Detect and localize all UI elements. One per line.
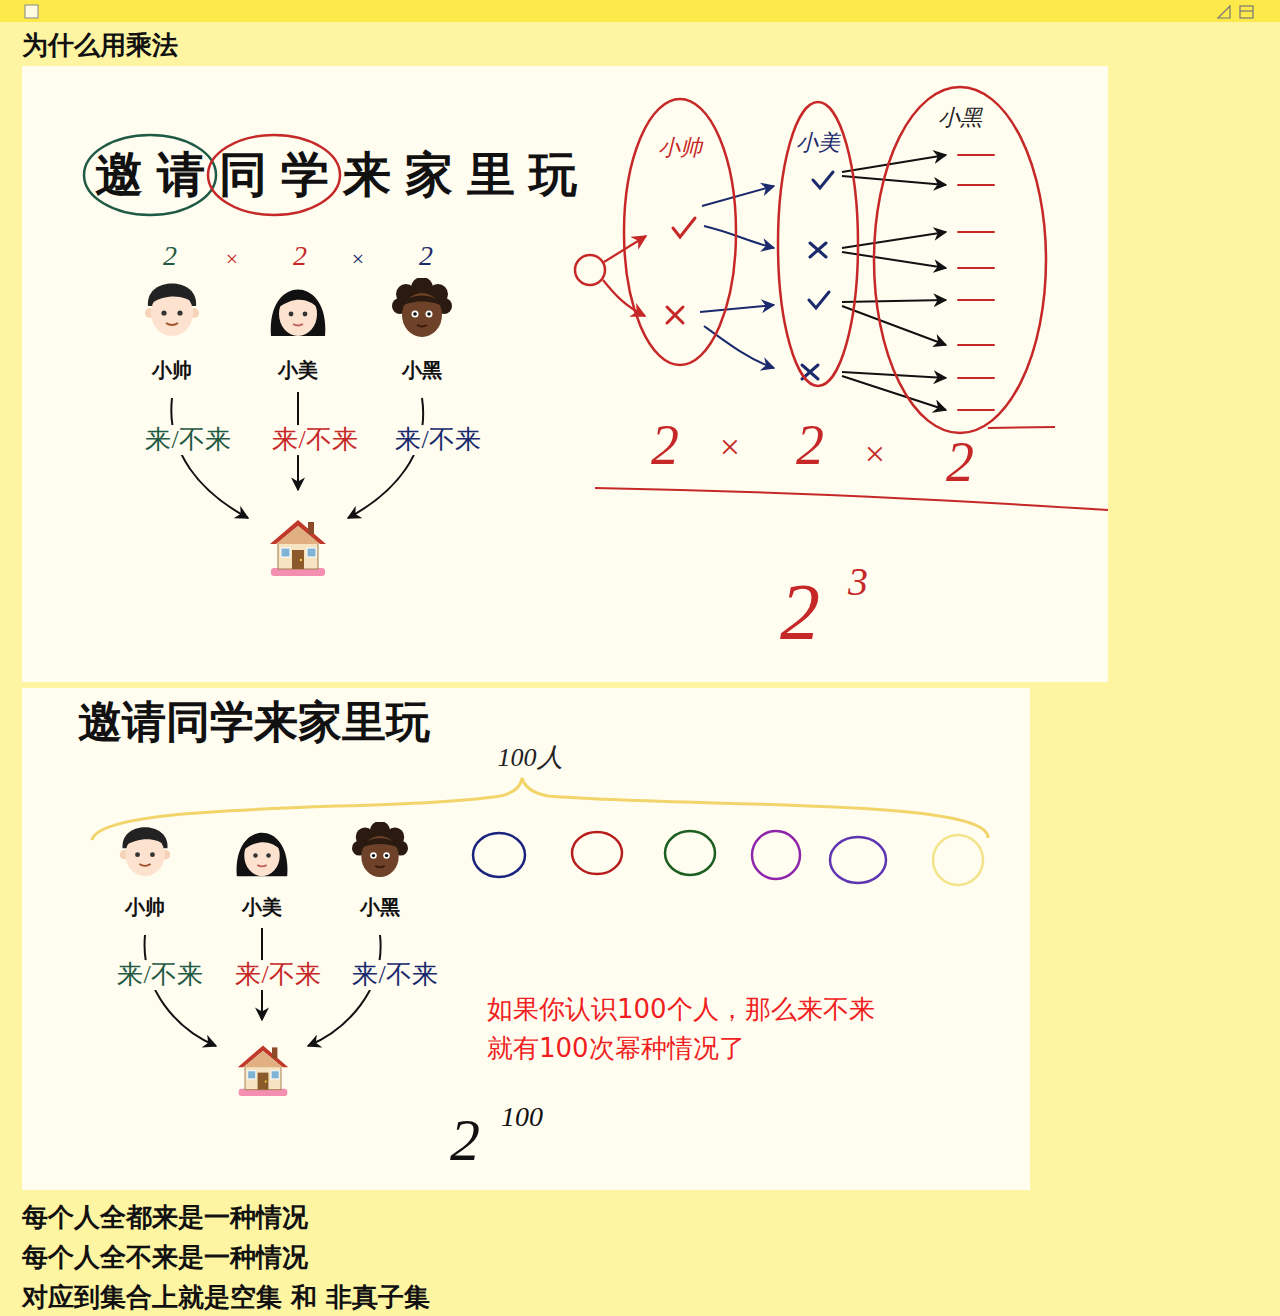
- group-brace: [92, 778, 988, 840]
- person-name: 小帅: [125, 896, 165, 919]
- choice-oval: 小黑: [872, 85, 1048, 435]
- window-icon: [1240, 10, 1253, 11]
- outcome-dash: [958, 299, 994, 301]
- oval-label: 小黑: [938, 105, 982, 130]
- outcome-dash: [958, 409, 994, 411]
- person-name: 小美: [242, 896, 282, 919]
- slide-heading: 邀请同学来家里玩: [78, 697, 430, 748]
- choice-note: 来/不来: [232, 960, 323, 990]
- check-mark: [813, 172, 833, 188]
- house-icon: [270, 520, 326, 576]
- times-sign: ×: [352, 246, 364, 271]
- person-placeholder: [830, 837, 886, 883]
- oval-outline: [872, 85, 1048, 435]
- branch-arrow: [702, 186, 774, 206]
- slide-heading: 邀请同学来家里玩: [95, 147, 591, 202]
- start-circle: [575, 255, 605, 285]
- checkbox-icon: [25, 5, 38, 18]
- underline: [988, 427, 1055, 428]
- branch-arrow: [704, 326, 774, 368]
- product-factor: 2: [651, 413, 679, 477]
- outcome-dash: [958, 184, 994, 186]
- person-name: 小美: [278, 359, 318, 382]
- cross-mark: [667, 307, 683, 323]
- note-line: 对应到集合上就是空集 和 非真子集: [22, 1283, 430, 1313]
- choice-note: 来/不来: [114, 960, 205, 990]
- power-base: 2: [780, 566, 820, 658]
- product-factor: 2: [796, 413, 824, 477]
- arrow: [145, 935, 216, 1046]
- choice-note: 来/不来: [349, 960, 440, 990]
- resize-icon: [1218, 6, 1230, 18]
- screenshot-panel: [22, 66, 1108, 682]
- check-mark: [673, 218, 695, 237]
- oval-label: 小美: [796, 130, 840, 155]
- branch-arrow: [603, 280, 645, 316]
- person-icon: [145, 284, 199, 337]
- outcome-dashes: [958, 155, 994, 410]
- outcome-dash: [958, 154, 994, 156]
- branch-arrow: [704, 226, 774, 248]
- branch-arrow: [700, 305, 774, 312]
- outcome-dash: [958, 267, 994, 269]
- person-icon: [352, 821, 408, 877]
- person-name: 小黑: [402, 359, 442, 382]
- count-number: 2: [293, 240, 307, 272]
- branch-arrow: [842, 376, 946, 410]
- person-placeholder: [752, 831, 800, 879]
- branch-arrow: [842, 155, 946, 172]
- note-line: 每个人全都来是一种情况: [22, 1203, 308, 1233]
- person-name: 小黑: [360, 896, 400, 919]
- choice-note: 来/不来: [392, 425, 483, 455]
- title-bar: [0, 0, 1280, 22]
- person-icon: [237, 833, 288, 876]
- arrow: [348, 398, 423, 518]
- choice-oval: 小帅: [622, 97, 738, 367]
- power-exponent: 100: [501, 1101, 543, 1133]
- check-mark: [809, 292, 829, 308]
- person-icon: [120, 827, 170, 876]
- times-sign: ×: [865, 434, 885, 475]
- person-placeholder: [933, 835, 983, 885]
- oval-outline: [778, 102, 858, 386]
- branch-arrow: [842, 176, 946, 185]
- person-name: 小帅: [152, 359, 192, 382]
- arrow: [171, 398, 248, 518]
- group-size: 100人: [498, 743, 563, 773]
- arrow: [308, 935, 381, 1046]
- choice-note: 来/不来: [142, 425, 233, 455]
- power-exponent: 3: [848, 559, 868, 605]
- person-placeholder: [572, 832, 622, 874]
- screenshot-panel: [22, 688, 1030, 1190]
- note-line: 每个人全不来是一种情况: [22, 1243, 308, 1273]
- person-placeholder: [665, 831, 715, 875]
- person-placeholder: [473, 833, 525, 877]
- count-number: 2: [419, 240, 433, 272]
- product-factor: 2: [946, 430, 974, 494]
- annotation-note: 如果你认识100个人，那么来不来 就有100次幂种情况了: [487, 990, 887, 1068]
- times-sign: ×: [226, 246, 238, 271]
- person-icon: [271, 290, 326, 337]
- power-base: 2: [450, 1106, 480, 1175]
- page-title: 为什么用乘法: [22, 31, 178, 61]
- count-number: 2: [163, 240, 177, 272]
- cross-mark: [810, 243, 826, 257]
- oval-outline: [624, 99, 736, 365]
- choice-note: 来/不来: [269, 425, 360, 455]
- outcome-dash: [958, 231, 994, 233]
- outcome-dash: [958, 377, 994, 379]
- times-sign: ×: [720, 427, 740, 468]
- person-icon: [392, 277, 452, 337]
- fraction-line: [595, 488, 1108, 510]
- oval-outline: [874, 87, 1046, 433]
- choice-oval: 小美: [776, 100, 860, 388]
- house-icon: [238, 1046, 288, 1096]
- branch-arrow: [842, 300, 946, 302]
- oval-label: 小帅: [658, 135, 702, 160]
- outcome-dash: [958, 344, 994, 346]
- branch-arrow: [842, 306, 946, 345]
- window-icon: [1240, 6, 1253, 18]
